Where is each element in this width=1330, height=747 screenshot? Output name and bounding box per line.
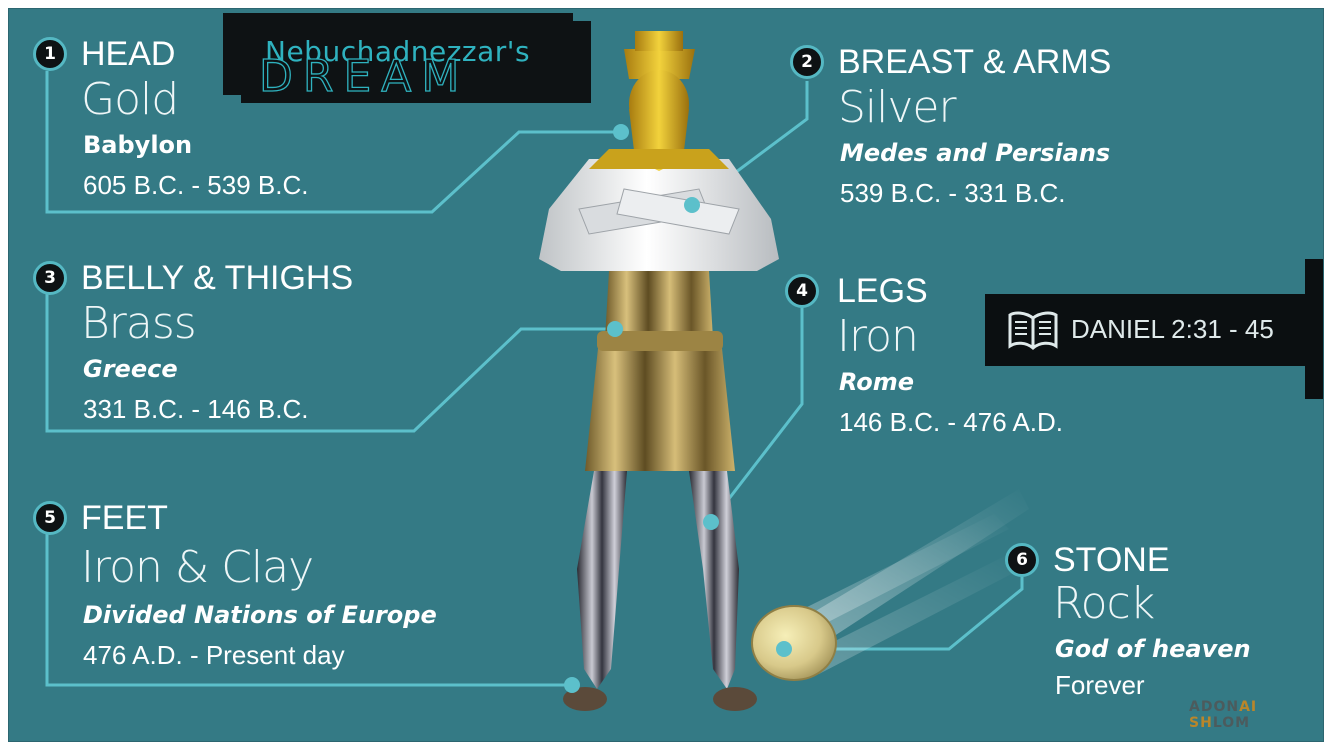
statue-legs: [563, 471, 757, 711]
part-name: STONE: [1053, 541, 1170, 579]
empire-name: Divided Nations of Europe: [83, 598, 437, 632]
empire-name: Rome: [839, 365, 914, 399]
metal-name: Iron: [837, 312, 918, 362]
date-range: Forever: [1055, 668, 1145, 702]
part-name: HEAD: [81, 35, 175, 73]
watermark-logo: ADONAI SHLOM: [1189, 699, 1323, 731]
book-icon: [1007, 310, 1059, 350]
stone-illustration: [752, 489, 1029, 680]
date-range: 146 B.C. - 476 A.D.: [839, 405, 1063, 439]
number-badge: 6: [1005, 543, 1039, 577]
infographic-canvas: Nebuchadnezzar's DREAM DANIEL 2:31 - 45 …: [8, 8, 1324, 742]
empire-name: Medes and Persians: [840, 136, 1110, 170]
metal-name: Rock: [1053, 579, 1154, 629]
title-line2: DREAM: [259, 55, 469, 99]
date-range: 331 B.C. - 146 B.C.: [83, 392, 308, 426]
scripture-reference: DANIEL 2:31 - 45: [985, 294, 1324, 366]
number-badge: 2: [790, 45, 824, 79]
part-name: BREAST & ARMS: [838, 43, 1111, 81]
part-name: FEET: [81, 499, 168, 537]
date-range: 539 B.C. - 331 B.C.: [840, 176, 1065, 210]
date-range: 605 B.C. - 539 B.C.: [83, 168, 308, 202]
metal-name: Gold: [81, 75, 178, 125]
metal-name: Silver: [838, 83, 956, 133]
empire-name: Babylon: [83, 128, 192, 162]
number-badge: 4: [785, 274, 819, 308]
title-banner: Nebuchadnezzar's DREAM: [241, 21, 591, 103]
empire-name: Greece: [83, 352, 178, 386]
part-name: BELLY & THIGHS: [81, 259, 353, 297]
part-name: LEGS: [837, 272, 928, 310]
reference-text: DANIEL 2:31 - 45: [1071, 314, 1274, 345]
number-badge: 3: [33, 261, 67, 295]
statue-belly-thighs: [585, 271, 735, 471]
empire-name: God of heaven: [1055, 632, 1251, 666]
date-range: 476 A.D. - Present day: [83, 638, 345, 672]
number-badge: 1: [33, 37, 67, 71]
statue-breast-arms: [539, 159, 779, 271]
metal-name: Brass: [81, 299, 196, 349]
statue-head: [589, 31, 729, 171]
number-badge: 5: [33, 501, 67, 535]
metal-name: Iron & Clay: [81, 543, 313, 593]
